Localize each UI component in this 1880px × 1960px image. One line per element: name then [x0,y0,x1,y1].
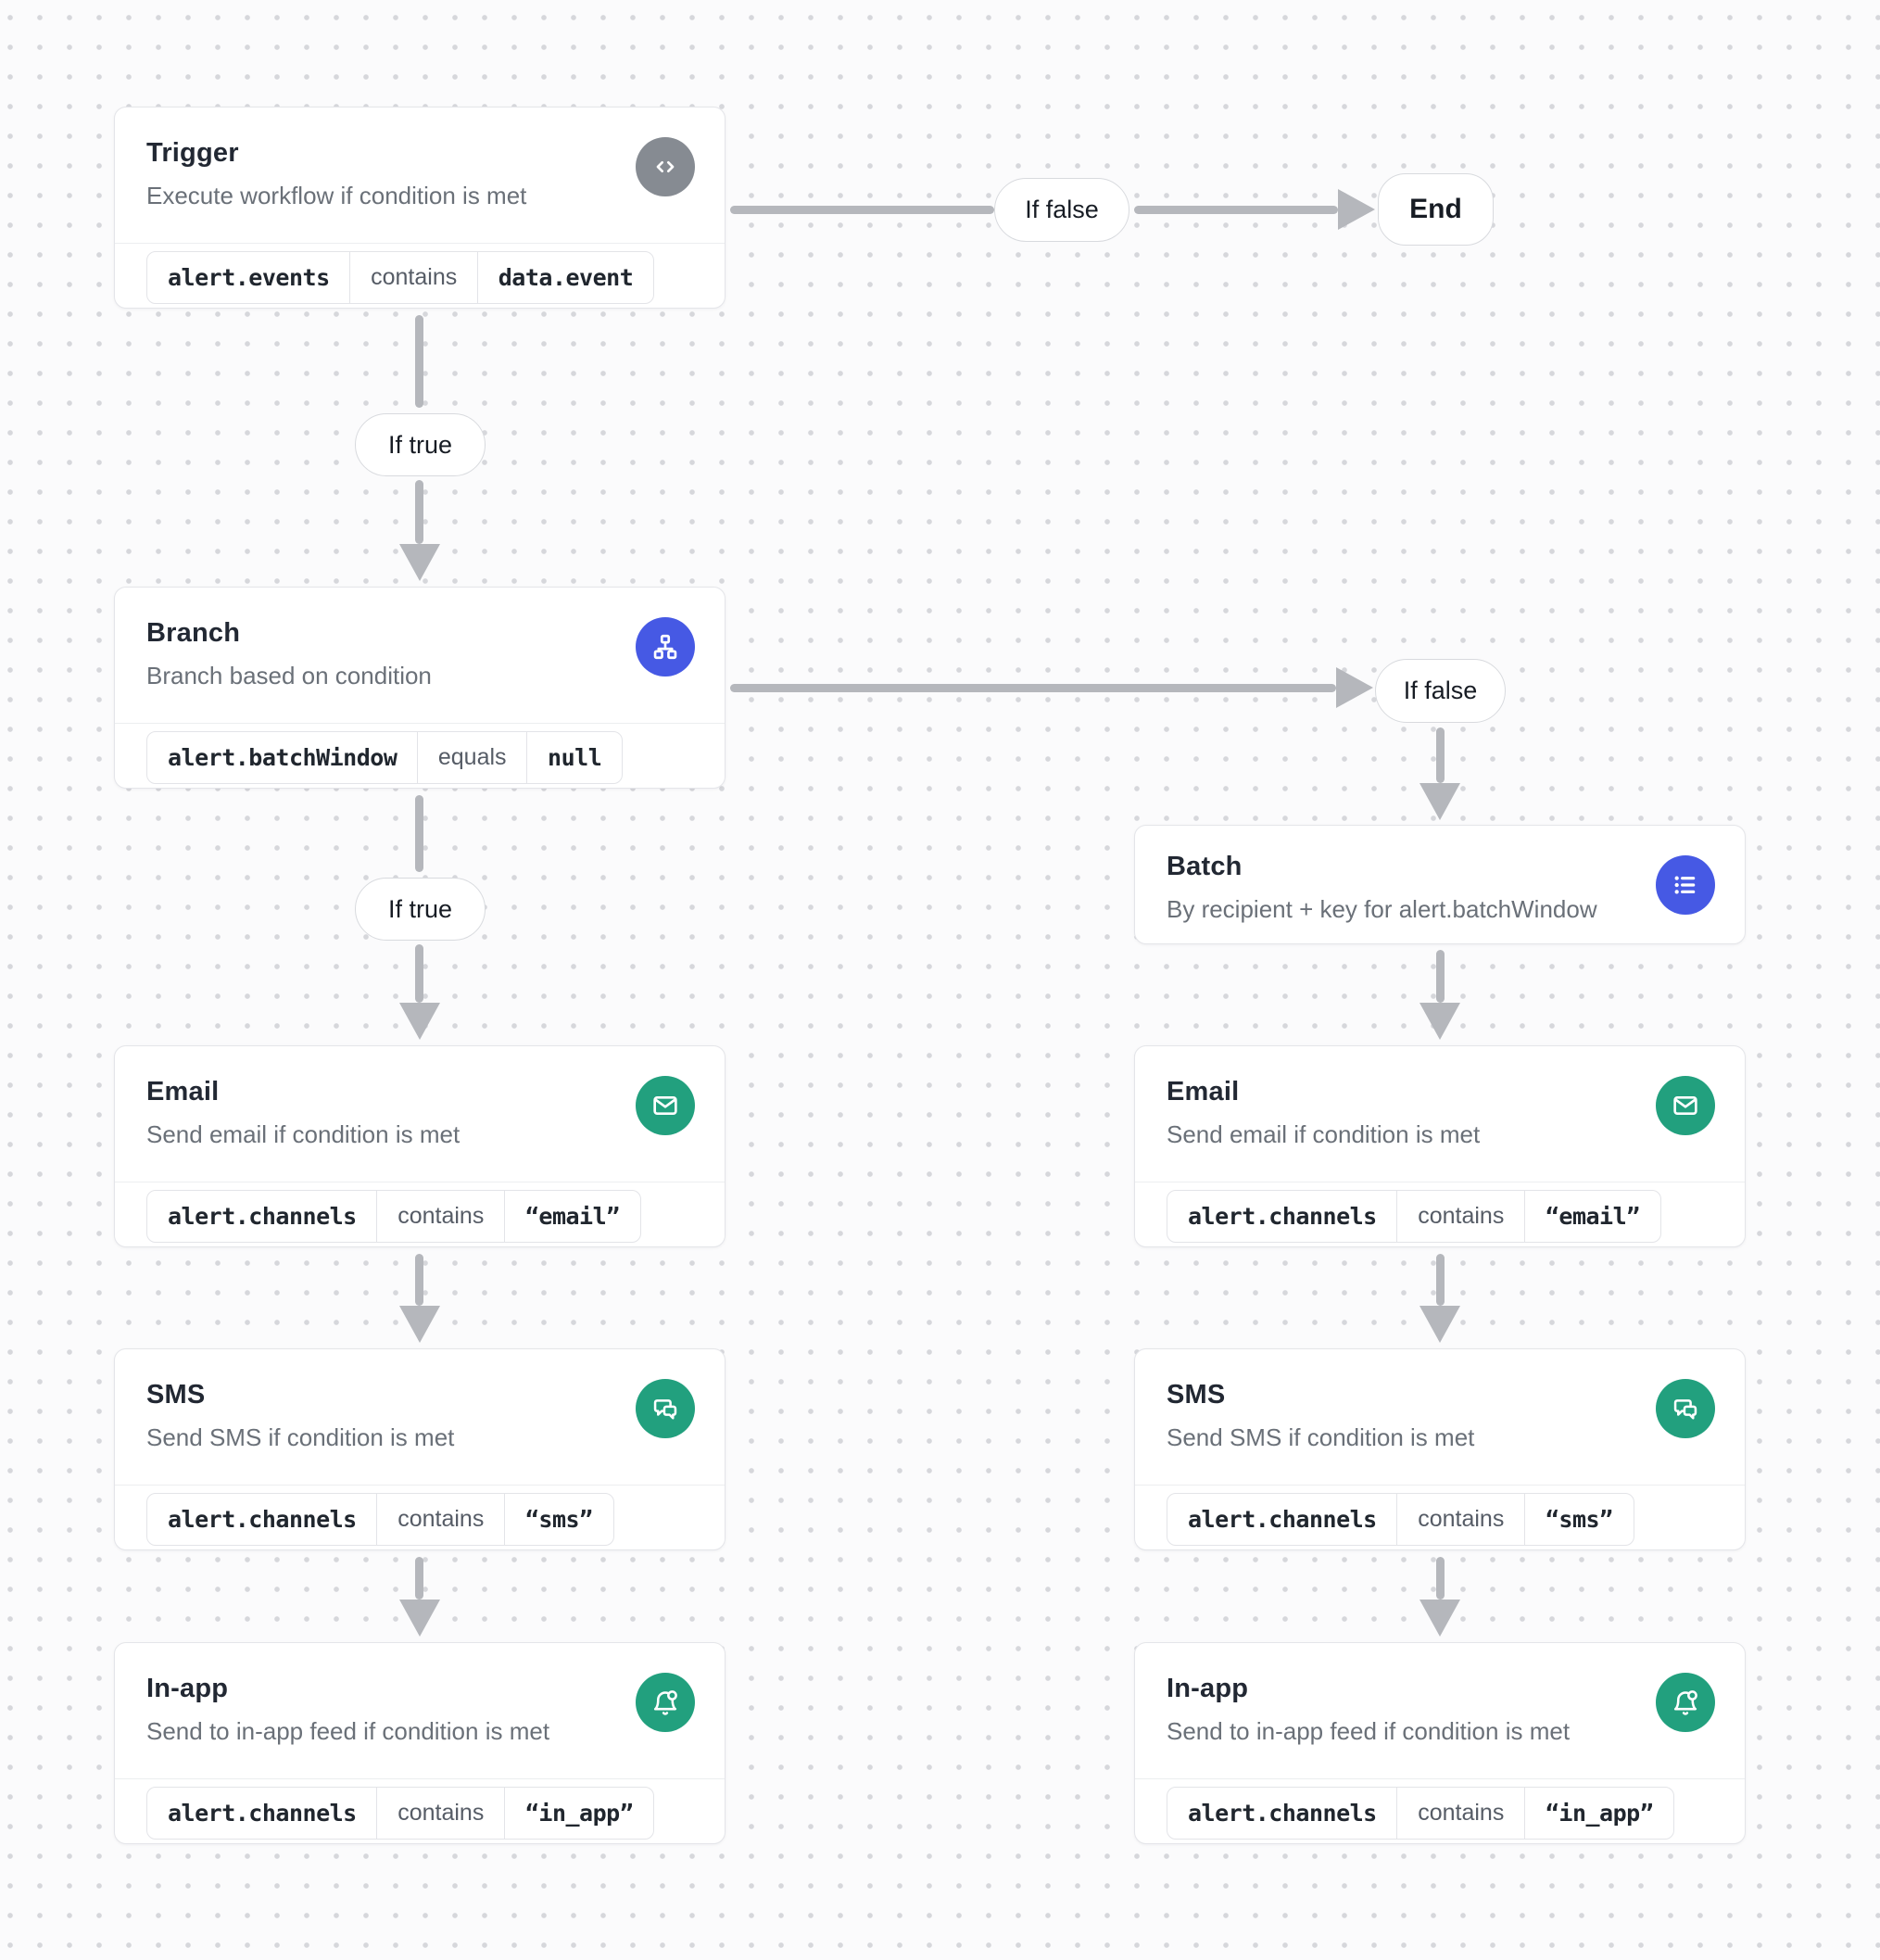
edge-arrowhead [1419,1600,1460,1637]
chat-bubbles-icon [636,1379,695,1438]
edge-trigger-to-if-true [415,315,423,408]
node-subtitle: Send SMS if condition is met [146,1423,455,1451]
mail-icon [636,1076,695,1135]
node-title: Email [146,1077,220,1106]
in-app-node[interactable]: In-app Send to in-app feed if condition … [1134,1642,1746,1844]
edge-branch-to-if-false [730,684,1336,692]
condition-group: alert.channels contains “sms” [146,1492,614,1546]
condition-field: alert.batchWindow [146,730,419,784]
condition-group: alert.batchWindow equals null [146,730,624,784]
node-title: SMS [146,1380,206,1410]
condition-group: alert.channels contains “in_app” [146,1786,655,1840]
sitemap-icon [636,617,695,677]
edge-arrowhead [1336,667,1373,708]
edge-arrowhead [399,544,440,581]
node-subtitle: Execute workflow if condition is met [146,182,527,209]
condition-field: alert.channels [1167,1786,1398,1840]
edge-sms-to-in-app [415,1557,423,1600]
node-subtitle: Send email if condition is met [1167,1120,1481,1148]
node-subtitle: Send to in-app feed if condition is met [1167,1717,1571,1745]
condition-field: alert.events [146,250,351,304]
condition-operator: contains [1396,1492,1526,1546]
condition-value: “in_app” [503,1786,655,1840]
node-title: Email [1167,1077,1240,1106]
branch-node[interactable]: Branch Branch based on condition alert.b… [114,587,726,789]
condition-group: alert.channels contains “in_app” [1167,1786,1675,1840]
condition-value: null [526,730,624,784]
if-false-label: If false [994,178,1129,242]
edge-arrowhead [1419,783,1460,820]
edge-sms-to-in-app [1436,1557,1445,1600]
bell-dot-icon [1656,1673,1715,1732]
trigger-node[interactable]: Trigger Execute workflow if condition is… [114,107,726,309]
edge-arrowhead [399,1003,440,1040]
bell-dot-icon [636,1673,695,1732]
mail-icon [1656,1076,1715,1135]
edge-batch-to-email [1436,950,1445,1003]
condition-operator: equals [416,730,528,784]
condition-operator: contains [376,1786,506,1840]
condition-operator: contains [349,250,479,304]
node-title: In-app [146,1674,229,1703]
list-icon [1656,855,1715,915]
chat-bubbles-icon [1656,1379,1715,1438]
edge-if-false-to-batch [1436,727,1445,783]
sms-node[interactable]: SMS Send SMS if condition is met alert.c… [1134,1348,1746,1550]
condition-value: “email” [503,1189,641,1243]
condition-field: alert.channels [1167,1189,1398,1243]
node-title: In-app [1167,1674,1249,1703]
node-title: Batch [1167,852,1243,881]
condition-value: “in_app” [1523,1786,1675,1840]
condition-field: alert.channels [146,1786,378,1840]
in-app-node[interactable]: In-app Send to in-app feed if condition … [114,1642,726,1844]
edge-if-false-to-end [1134,206,1338,214]
condition-group: alert.channels contains “sms” [1167,1492,1634,1546]
node-title: Trigger [146,138,239,168]
node-title: Branch [146,618,241,648]
edge-email-to-sms [415,1254,423,1306]
condition-operator: contains [376,1189,506,1243]
condition-value: “sms” [1523,1492,1634,1546]
if-true-label: If true [355,413,486,476]
condition-value: “sms” [503,1492,614,1546]
node-subtitle: Send SMS if condition is met [1167,1423,1475,1451]
node-subtitle: Send email if condition is met [146,1120,461,1148]
email-node[interactable]: Email Send email if condition is met ale… [1134,1045,1746,1247]
batch-node[interactable]: Batch By recipient + key for alert.batch… [1134,825,1746,944]
edge-arrowhead [1419,1003,1460,1040]
condition-value: data.event [476,250,655,304]
node-subtitle: Send to in-app feed if condition is met [146,1717,550,1745]
condition-field: alert.channels [146,1492,378,1546]
condition-operator: contains [1396,1189,1526,1243]
edge-arrowhead [1338,189,1375,230]
edge-branch-to-if-true [415,795,423,872]
node-subtitle: Branch based on condition [146,662,432,689]
node-subtitle: By recipient + key for alert.batchWindow [1167,895,1597,923]
end-node[interactable]: End [1378,173,1494,246]
condition-field: alert.channels [1167,1492,1398,1546]
sms-node[interactable]: SMS Send SMS if condition is met alert.c… [114,1348,726,1550]
if-true-label: If true [355,878,486,941]
edge-email-to-sms [1436,1254,1445,1306]
condition-group: alert.channels contains “email” [146,1189,641,1243]
if-false-label: If false [1375,659,1506,723]
condition-field: alert.channels [146,1189,378,1243]
condition-operator: contains [1396,1786,1526,1840]
edge-if-true-to-email [415,944,423,1003]
node-title: SMS [1167,1380,1226,1410]
edge-arrowhead [399,1600,440,1637]
condition-group: alert.channels contains “email” [1167,1189,1661,1243]
code-icon [636,137,695,196]
email-node[interactable]: Email Send email if condition is met ale… [114,1045,726,1247]
edge-trigger-to-if-false [730,206,994,214]
condition-operator: contains [376,1492,506,1546]
condition-group: alert.events contains data.event [146,250,655,304]
edge-if-true-to-branch [415,480,423,544]
edge-arrowhead [1419,1306,1460,1343]
edge-arrowhead [399,1306,440,1343]
condition-value: “email” [1523,1189,1661,1243]
